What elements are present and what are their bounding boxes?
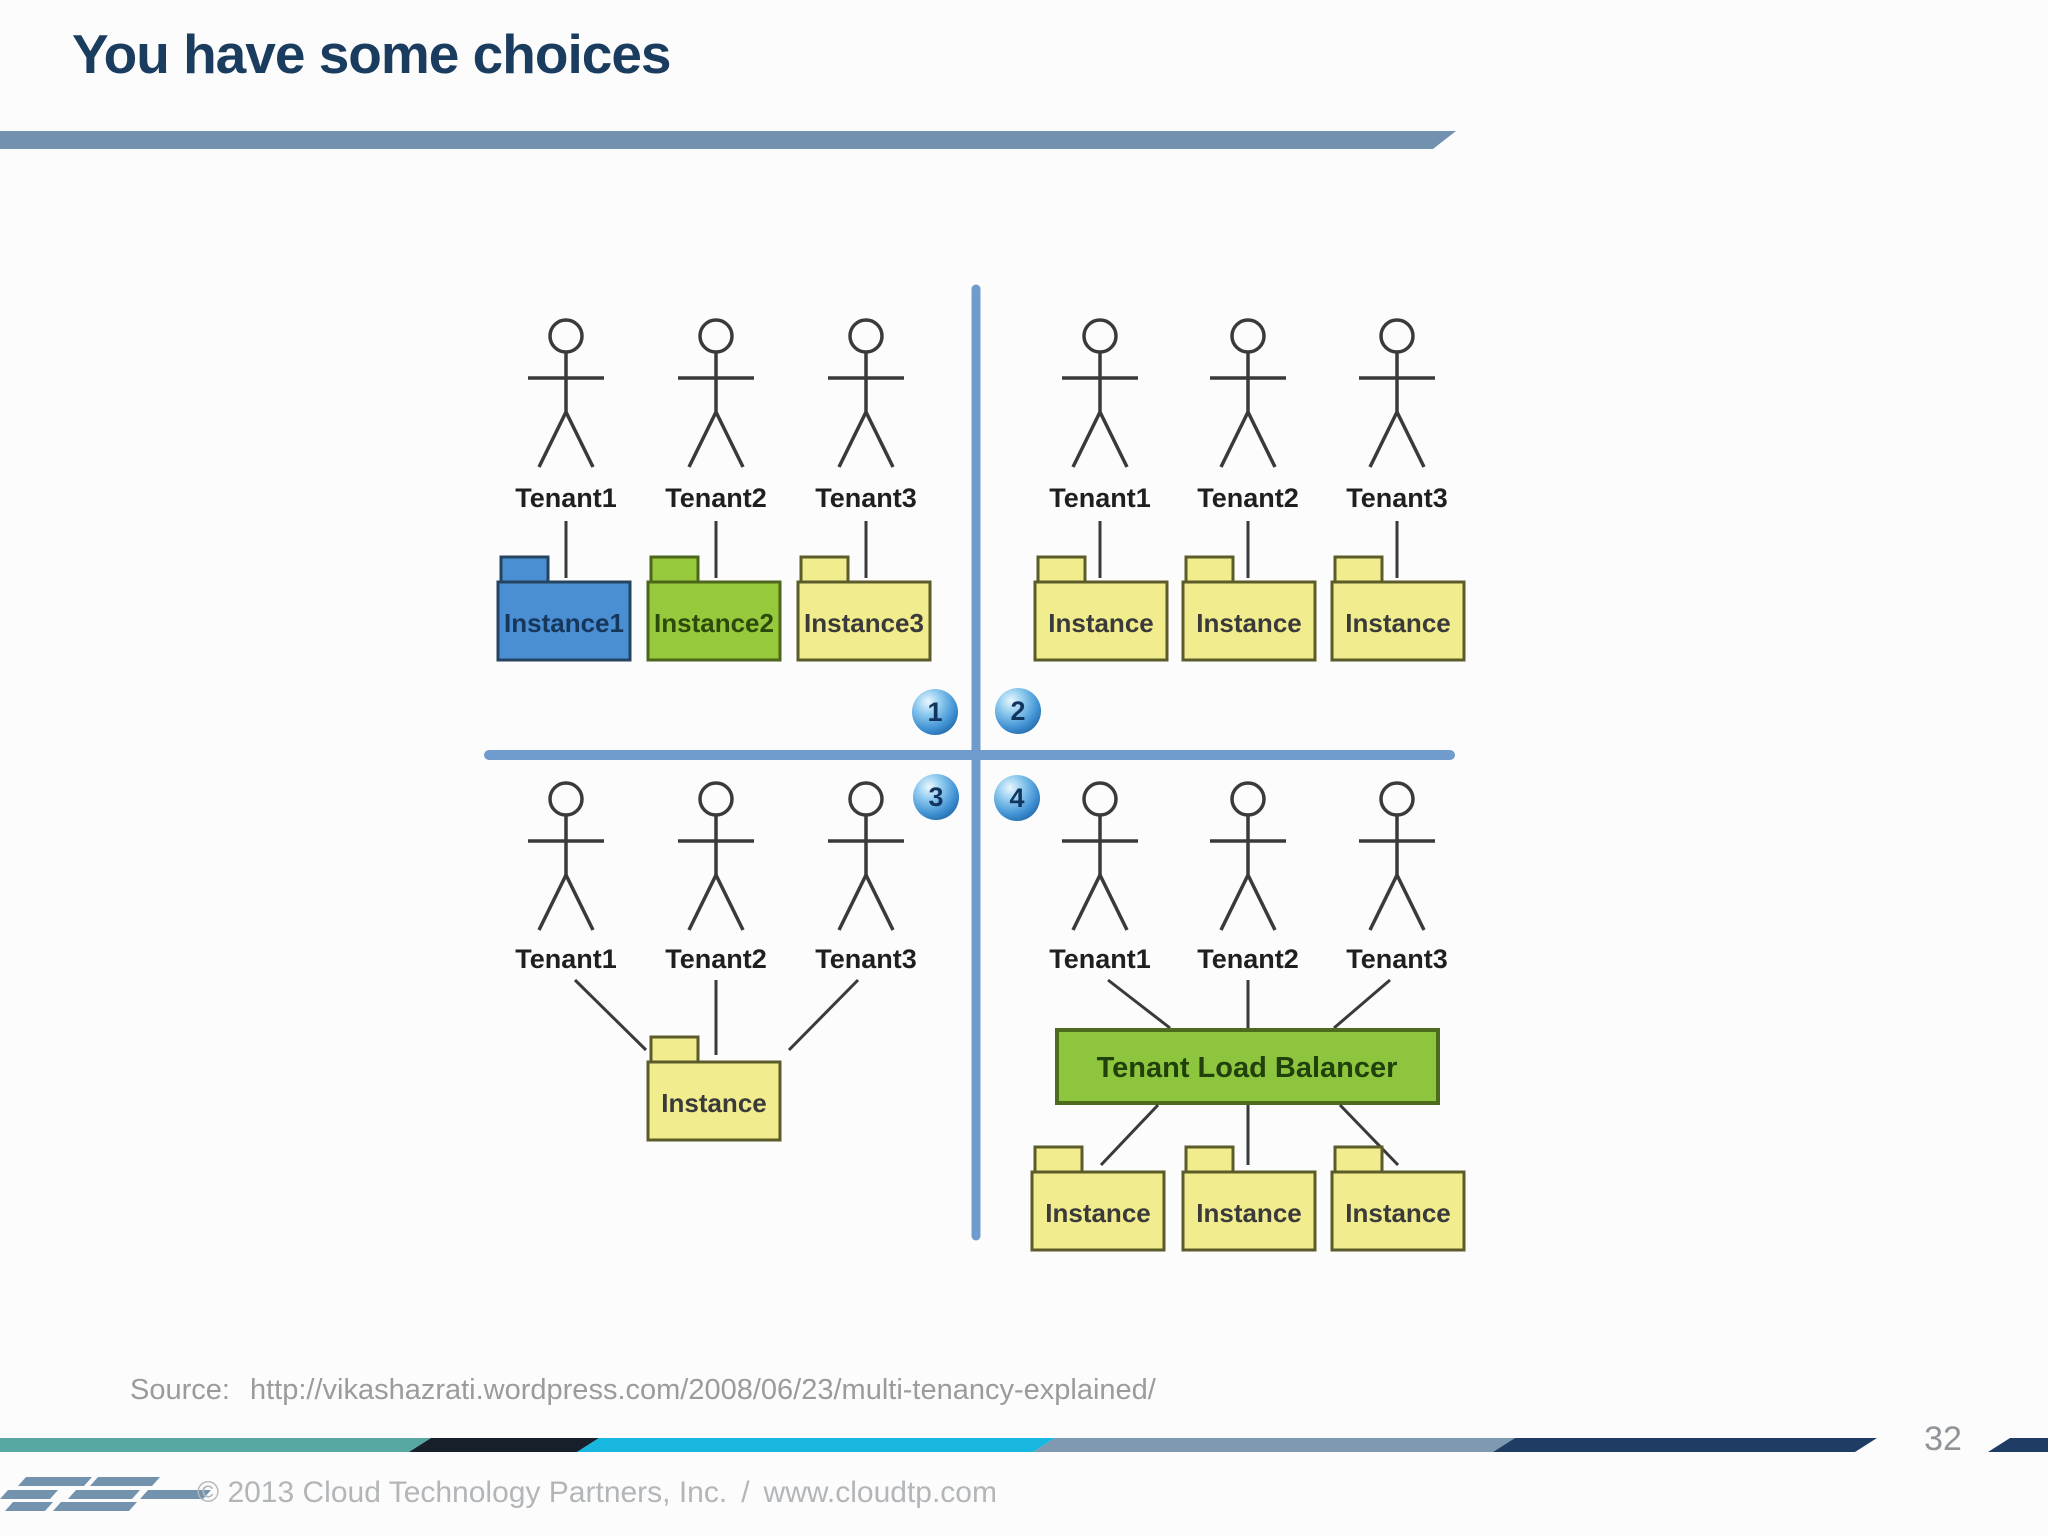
tenant-label: Tenant2: [665, 483, 767, 513]
instance-label: Instance: [1196, 1198, 1302, 1228]
tenant-label: Tenant2: [1197, 944, 1299, 974]
stripe-dark-segment: [409, 1438, 599, 1452]
tenant-label: Tenant3: [815, 944, 917, 974]
tenant-label: Tenant3: [1346, 944, 1448, 974]
page-title: You have some choices: [72, 23, 672, 85]
connector-line: [1099, 1103, 1160, 1167]
instance-label: Instance: [1048, 608, 1154, 638]
footer-website: www.cloudtp.com: [763, 1476, 997, 1509]
badge-2: 2: [995, 688, 1041, 734]
folder-instance2: Instance2: [646, 555, 782, 662]
connector-line: [787, 978, 860, 1052]
actor-icon: [526, 781, 606, 932]
tenant-label: Tenant1: [515, 483, 617, 513]
quadrant-2: Tenant1 Tenant2 Tenant3 Instance Instanc…: [1033, 318, 1466, 662]
quadrant-badges: 1 2 3 4: [912, 688, 1041, 821]
quadrant-3: Tenant1 Tenant2 Tenant3 Instance: [515, 781, 917, 1142]
tenant-label: Tenant1: [1049, 483, 1151, 513]
footer-stripe: [0, 1438, 2048, 1452]
folder-instance: Instance: [1330, 1145, 1466, 1252]
instance-label: Instance3: [804, 608, 924, 638]
instance-label: Instance: [1196, 608, 1302, 638]
source-citation: Source: http://vikashazrati.wordpress.com…: [130, 1374, 1156, 1407]
actor-icon: [526, 318, 606, 469]
actor-icon: [676, 318, 756, 469]
source-label: Source:: [130, 1374, 230, 1406]
actor-icon: [1060, 318, 1140, 469]
quadrant-4: Tenant1 Tenant2 Tenant3 Tenant Load Bala…: [1030, 781, 1466, 1252]
stripe-slate-segment: [1033, 1438, 1515, 1452]
badge-3: 3: [913, 774, 959, 820]
tenant-label: Tenant2: [665, 944, 767, 974]
actor-icon: [1208, 318, 1288, 469]
folder-instance: Instance: [646, 1035, 782, 1142]
badge-number: 2: [1010, 696, 1025, 726]
instance-label: Instance: [1345, 608, 1451, 638]
instance-label: Instance2: [654, 608, 774, 638]
title-underline-bar: [0, 131, 1456, 149]
page-number: 32: [1924, 1420, 1962, 1458]
badge-number: 3: [928, 782, 943, 812]
stripe-teal-segment: [0, 1438, 431, 1452]
folder-instance: Instance: [1181, 1145, 1317, 1252]
badge-number: 1: [927, 697, 942, 727]
folder-instance: Instance: [1030, 1145, 1166, 1252]
footer-separator: /: [741, 1476, 750, 1509]
connector-line: [1338, 1103, 1400, 1167]
cloudtp-logo-icon: [0, 1477, 211, 1511]
actor-icon: [1357, 318, 1437, 469]
folder-instance3: Instance3: [796, 555, 932, 662]
stripe-navy-segment: [1493, 1438, 1877, 1452]
connector-line: [1107, 978, 1171, 1030]
quadrant-1: Tenant1 Tenant2 Tenant3 Instance1 Instan…: [496, 318, 932, 662]
instance-label: Instance: [661, 1088, 767, 1118]
stripe-corner-dash: [1988, 1438, 2048, 1452]
stripe-cyan-segment: [577, 1438, 1055, 1452]
badge-1: 1: [912, 689, 958, 735]
connector-line: [573, 978, 648, 1052]
actor-icon: [1060, 781, 1140, 932]
instance-label: Instance1: [504, 608, 624, 638]
folder-instance: Instance: [1033, 555, 1169, 662]
tenant-label: Tenant2: [1197, 483, 1299, 513]
folder-instance: Instance: [1181, 555, 1317, 662]
folder-instance1: Instance1: [496, 555, 632, 662]
actor-icon: [826, 318, 906, 469]
actor-icon: [676, 781, 756, 932]
connector-line: [1333, 978, 1391, 1030]
actor-icon: [1208, 781, 1288, 932]
load-balancer-label: Tenant Load Balancer: [1097, 1052, 1398, 1084]
badge-number: 4: [1009, 783, 1024, 813]
actor-icon: [1357, 781, 1437, 932]
instance-label: Instance: [1345, 1198, 1451, 1228]
tenant-label: Tenant3: [1346, 483, 1448, 513]
badge-4: 4: [994, 775, 1040, 821]
footer-copyright: © 2013 Cloud Technology Partners, Inc. / w…: [197, 1476, 997, 1510]
tenant-label: Tenant1: [1049, 944, 1151, 974]
tenant-label: Tenant3: [815, 483, 917, 513]
instance-label: Instance: [1045, 1198, 1151, 1228]
tenant-label: Tenant1: [515, 944, 617, 974]
source-url: http://vikashazrati.wordpress.com/2008/0…: [249, 1374, 1156, 1406]
copyright-text: © 2013 Cloud Technology Partners, Inc.: [197, 1476, 728, 1509]
actor-icon: [826, 781, 906, 932]
tenant-load-balancer: Tenant Load Balancer: [1055, 1028, 1440, 1105]
folder-instance: Instance: [1330, 555, 1466, 662]
